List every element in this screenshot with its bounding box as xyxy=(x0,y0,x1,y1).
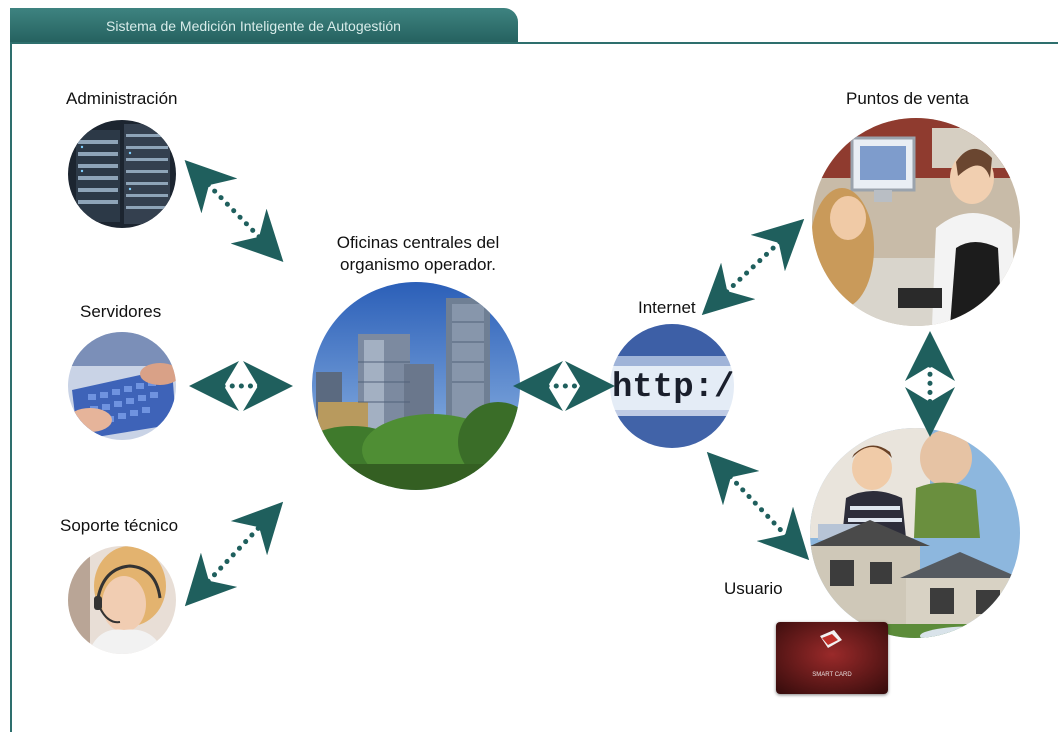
header-tab: Sistema de Medición Inteligente de Autog… xyxy=(10,8,518,44)
label-soporte-tecnico: Soporte técnico xyxy=(60,516,179,535)
headset-operator-photo xyxy=(68,546,176,654)
keyboard-photo xyxy=(68,332,176,440)
city-buildings-photo xyxy=(312,282,520,490)
header-title: Sistema de Medición Inteligente de Autog… xyxy=(106,18,401,34)
diagram-frame xyxy=(10,42,1058,732)
server-rack-photo xyxy=(68,120,176,228)
label-oficinas-line2: organismo operador. xyxy=(340,255,496,274)
label-puntos-de-venta: Puntos de venta xyxy=(846,89,969,108)
browser-url-photo: http:/ xyxy=(610,324,734,448)
url-text: http:/ xyxy=(612,369,734,407)
label-usuario: Usuario xyxy=(724,579,783,598)
label-administracion: Administración xyxy=(66,89,178,108)
label-oficinas-line1: Oficinas centrales del xyxy=(336,233,500,252)
smart-card-label: SMART CARD xyxy=(812,672,852,678)
point-of-sale-photo xyxy=(812,118,1020,326)
smart-card-photo: SMART CARD xyxy=(776,622,888,694)
label-servidores: Servidores xyxy=(80,302,162,321)
family-house-photo xyxy=(810,428,1020,638)
label-internet: Internet xyxy=(638,298,696,317)
label-oficinas-centrales: Oficinas centrales del organismo operado… xyxy=(318,232,518,276)
